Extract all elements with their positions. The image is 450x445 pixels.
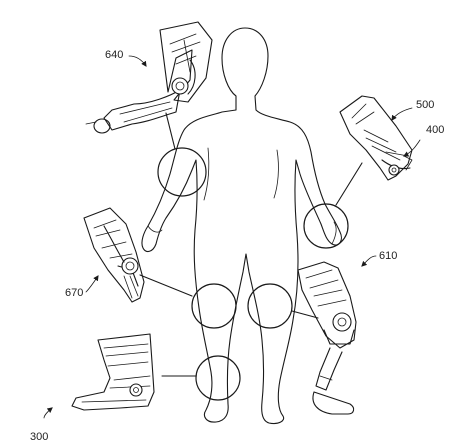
callout-circles [157,147,349,401]
reference-label-400: 400 [426,124,445,136]
reference-label-610: 610 [379,250,398,262]
elbow-device-illustration [85,21,213,134]
elbow-callout-circle [157,147,207,197]
wrist-callout-circle [303,203,349,249]
knee-brace-illustration [83,207,145,303]
right-knee-callout-circle [191,283,237,329]
reference-label-670: 670 [65,287,84,299]
reference-arrows [43,55,421,419]
knee-prosthesis-illustration [297,261,357,415]
reference-label-500: 500 [416,99,435,111]
human-body-outline [141,27,342,425]
ankle-callout-circle [195,355,241,401]
ankle-foot-orthosis-illustration [71,333,155,411]
reference-label-300: 300 [30,431,49,443]
wrist-device-illustration [339,95,413,181]
leader-lines [139,112,363,377]
left-knee-callout-circle [247,283,293,329]
reference-label-640: 640 [105,49,124,61]
